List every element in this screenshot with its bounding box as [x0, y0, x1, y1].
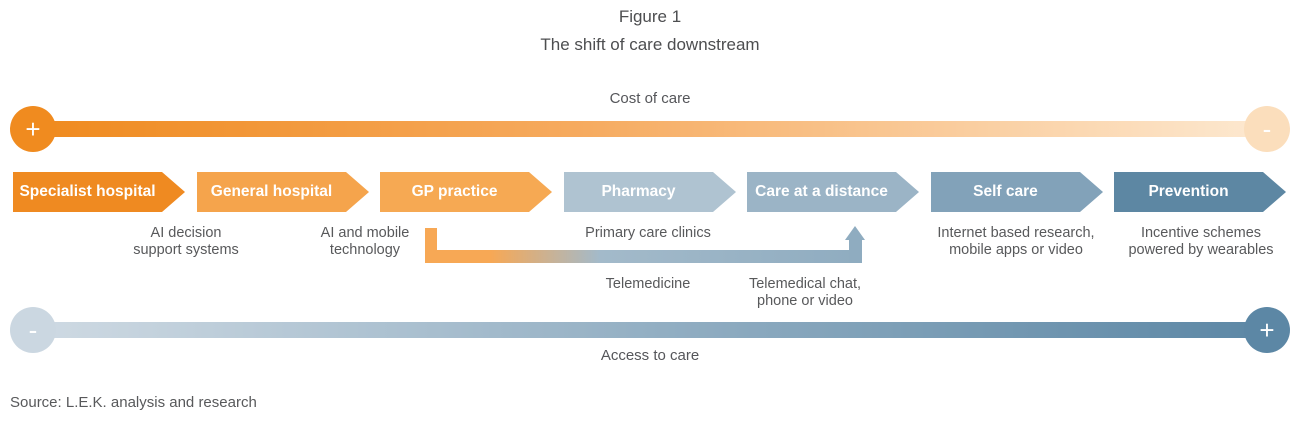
up-arrow-icon [845, 226, 865, 240]
note-line: Primary care clinics [585, 225, 711, 241]
note-line: support systems [133, 241, 239, 258]
plus-icon: + [25, 114, 41, 144]
note-line: technology [329, 241, 401, 258]
note-telemedical-chat: Telemedical chat, phone or video [685, 276, 925, 309]
stage-specialist-hospital: Specialist hospital [13, 172, 185, 212]
note-telemedicine: Telemedicine [528, 276, 768, 293]
note-incentive-schemes: Incentive schemes powered by wearables [1081, 225, 1300, 258]
note-line: mobile apps or video [949, 241, 1083, 258]
plus-icon: + [1259, 315, 1275, 345]
minus-icon: - [1262, 114, 1272, 144]
note-line: AI decision [150, 225, 222, 241]
bracket-arrow-stem [849, 238, 862, 263]
note-line: powered by wearables [1128, 241, 1274, 258]
note-line: Telemedical chat, [748, 276, 862, 292]
stage-general-hospital: General hospital [197, 172, 369, 212]
note-internet-based-research: Internet based research, mobile apps or … [896, 225, 1136, 258]
minus-icon: - [28, 315, 38, 345]
stage-gp-practice: GP practice [380, 172, 552, 212]
figure-subtitle: The shift of care downstream [540, 35, 760, 54]
stage-pharmacy: Pharmacy [564, 172, 736, 212]
note-line: phone or video [757, 292, 853, 309]
note-line: Incentive schemes [1140, 225, 1262, 241]
note-ai-and-mobile-technology: AI and mobile technology [245, 225, 485, 258]
note-line: AI and mobile [320, 225, 410, 241]
access-high-endpoint: + [1244, 307, 1290, 353]
note-line: Internet based research, [937, 225, 1095, 241]
bracket-range-bar [425, 250, 862, 263]
stage-self-care: Self care [931, 172, 1103, 212]
stage-care-at-a-distance: Care at a distance [747, 172, 919, 212]
cost-high-endpoint: + [10, 106, 56, 152]
stage-prevention: Prevention [1114, 172, 1286, 212]
note-line: Telemedicine [605, 276, 691, 292]
access-low-endpoint: - [10, 307, 56, 353]
source-attribution: Source: L.E.K. analysis and research [10, 394, 257, 411]
note-ai-decision-support: AI decision support systems [66, 225, 306, 258]
note-primary-care-clinics: Primary care clinics [528, 225, 768, 242]
access-to-care-label: Access to care [600, 347, 700, 364]
figure-label: Figure 1 [618, 7, 682, 26]
access-to-care-bar [33, 322, 1267, 338]
cost-low-endpoint: - [1244, 106, 1290, 152]
cost-of-care-bar [33, 121, 1267, 137]
cost-of-care-label: Cost of care [609, 90, 691, 107]
